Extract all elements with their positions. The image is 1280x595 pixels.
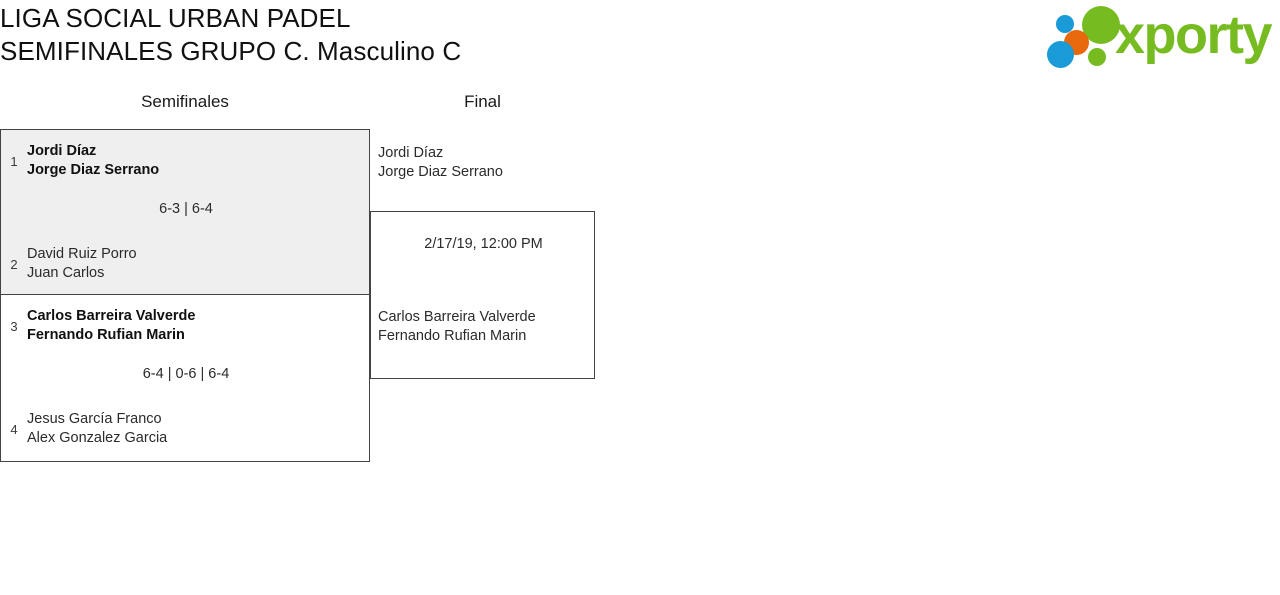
page-header: LIGA SOCIAL URBAN PADEL SEMIFINALES GRUP… bbox=[0, 0, 1280, 80]
player-name: Jorge Diaz Serrano bbox=[378, 164, 503, 180]
match-final[interactable]: Jordi Díaz Jorge Diaz Serrano 2/17/19, 1… bbox=[370, 145, 596, 379]
player-name: Alex Gonzalez Garcia bbox=[27, 430, 168, 446]
player-name: Fernando Rufian Marin bbox=[378, 328, 527, 344]
competitor-slot[interactable]: 4 Jesus García Franco Alex Gonzalez Garc… bbox=[1, 406, 371, 452]
logo-dot-blue-large-icon bbox=[1047, 41, 1074, 68]
seed-number: 4 bbox=[10, 421, 18, 437]
match-score: 6-4 | 0-6 | 6-4 bbox=[142, 366, 230, 382]
round-header-semifinales: Semifinales bbox=[141, 92, 229, 111]
competitor-names: David Ruiz Porro Juan Carlos bbox=[27, 245, 371, 283]
match-score: 6-3 | 6-4 bbox=[159, 201, 213, 217]
player-name: Fernando Rufian Marin bbox=[27, 327, 185, 343]
competitor-names: Jesus García Franco Alex Gonzalez Garcia bbox=[27, 410, 371, 448]
match-semifinal-2[interactable]: 3 Carlos Barreira Valverde Fernando Rufi… bbox=[0, 295, 370, 462]
player-name: Carlos Barreira Valverde bbox=[27, 308, 196, 324]
logo-dot-green-small-icon bbox=[1088, 48, 1106, 66]
seed-number: 3 bbox=[10, 318, 18, 334]
round-header-final: Final bbox=[464, 92, 501, 111]
match-datetime: 2/17/19, 12:00 PM bbox=[424, 236, 543, 252]
seed-number: 1 bbox=[10, 153, 18, 169]
player-name: David Ruiz Porro bbox=[27, 246, 137, 262]
xporty-logo[interactable]: xporty bbox=[1047, 5, 1273, 68]
competitor-names: Jordi Díaz Jorge Diaz Serrano bbox=[27, 142, 371, 180]
logo-dot-blue-small-icon bbox=[1056, 15, 1074, 33]
tournament-bracket: Semifinales Final 1 Jordi Díaz Jorge Dia… bbox=[0, 92, 1280, 492]
competitor-slot[interactable]: 3 Carlos Barreira Valverde Fernando Rufi… bbox=[1, 303, 371, 349]
tournament-name: LIGA SOCIAL URBAN PADEL bbox=[0, 3, 351, 33]
player-name: Carlos Barreira Valverde bbox=[378, 309, 536, 325]
player-name: Jordi Díaz bbox=[378, 145, 444, 161]
player-name: Jorge Diaz Serrano bbox=[27, 162, 160, 178]
competitor-slot[interactable]: Carlos Barreira Valverde Fernando Rufian… bbox=[371, 308, 596, 346]
player-name: Juan Carlos bbox=[27, 265, 105, 281]
player-name: Jesus García Franco bbox=[27, 411, 162, 427]
competitor-names: Carlos Barreira Valverde Fernando Rufian… bbox=[27, 307, 371, 345]
logo-wordmark: xporty bbox=[1115, 5, 1273, 65]
tournament-stage: SEMIFINALES GRUPO C. Masculino C bbox=[0, 36, 462, 66]
player-name: Jordi Díaz bbox=[27, 143, 97, 159]
logo-dots-icon bbox=[1047, 6, 1123, 68]
competitor-slot[interactable]: Jordi Díaz Jorge Diaz Serrano bbox=[371, 144, 596, 182]
page-title: LIGA SOCIAL URBAN PADEL SEMIFINALES GRUP… bbox=[0, 2, 461, 68]
competitor-slot[interactable]: 2 David Ruiz Porro Juan Carlos bbox=[1, 241, 371, 287]
match-semifinal-1[interactable]: 1 Jordi Díaz Jorge Diaz Serrano 6-3 | 6-… bbox=[0, 129, 370, 295]
seed-number: 2 bbox=[10, 256, 18, 272]
competitor-slot[interactable]: 1 Jordi Díaz Jorge Diaz Serrano bbox=[1, 138, 371, 184]
